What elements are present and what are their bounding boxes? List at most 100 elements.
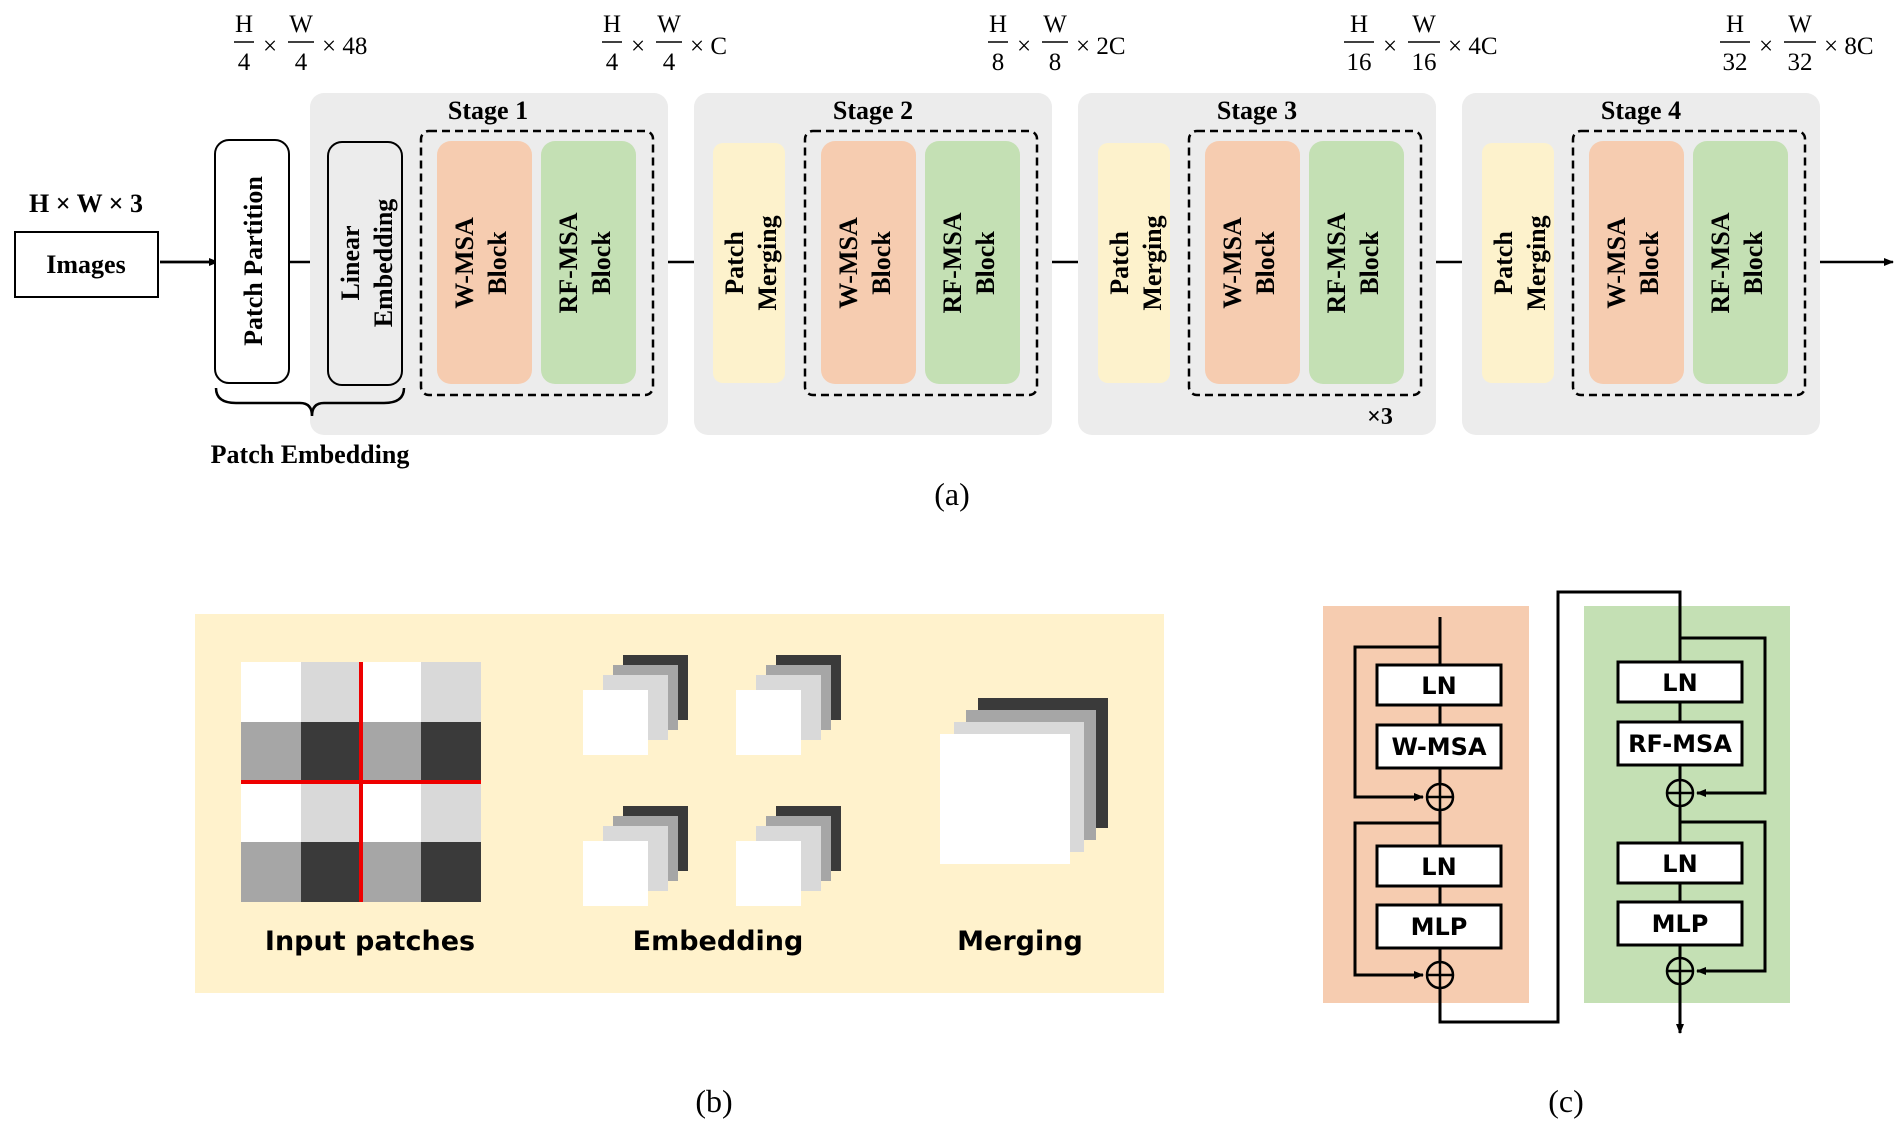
patch-partition-label: Patch Partition bbox=[239, 176, 268, 346]
stage-3-block-group bbox=[1187, 129, 1423, 397]
svg-text:32: 32 bbox=[1723, 49, 1748, 76]
stage-2-rfmsa-block bbox=[925, 141, 1020, 384]
stage-2-wmsa-label-1: W-MSA bbox=[834, 217, 863, 309]
svg-text:H: H bbox=[989, 11, 1007, 38]
stage-4-rfmsa-label-2: Block bbox=[1739, 231, 1768, 295]
right-ln1-label: LN bbox=[1662, 669, 1697, 697]
stage-2-wmsa-label-2: Block bbox=[867, 231, 896, 295]
svg-text:×: × bbox=[1759, 33, 1773, 60]
stage-4-wmsa-block bbox=[1589, 141, 1684, 384]
svg-text:W: W bbox=[1412, 11, 1436, 38]
merging-label: Merging bbox=[957, 926, 1083, 957]
caption-c: (c) bbox=[1548, 1083, 1584, 1119]
dim-annotation-4: H 16 × W 16 × 4C bbox=[1344, 11, 1498, 76]
svg-text:× 48: × 48 bbox=[322, 33, 367, 60]
stage-3-patch-merging bbox=[1098, 143, 1170, 383]
svg-text:W: W bbox=[657, 11, 681, 38]
stage-1-rfmsa-block bbox=[541, 141, 636, 384]
patch-embedding-brace bbox=[214, 387, 406, 417]
right-ln1-box bbox=[1616, 660, 1744, 704]
stage-3-rfmsa-label-2: Block bbox=[1355, 231, 1384, 295]
svg-text:×: × bbox=[1017, 33, 1031, 60]
input-patches-grid bbox=[241, 662, 481, 902]
svg-text:8: 8 bbox=[1049, 49, 1062, 76]
svg-text:4: 4 bbox=[663, 49, 676, 76]
svg-text:H: H bbox=[1726, 11, 1744, 38]
svg-text:H: H bbox=[1350, 11, 1368, 38]
svg-text:8: 8 bbox=[992, 49, 1005, 76]
stage-4-patch-merging bbox=[1482, 143, 1554, 383]
svg-text:× C: × C bbox=[690, 33, 727, 60]
svg-text:×: × bbox=[263, 33, 277, 60]
svg-text:H: H bbox=[603, 11, 621, 38]
stage-2-patch-merging bbox=[713, 143, 785, 383]
stage-4-rfmsa-block bbox=[1693, 141, 1788, 384]
stage-4-title: Stage 4 bbox=[1601, 96, 1681, 125]
dim-annotation-3: H 8 × W 8 × 2C bbox=[988, 11, 1126, 76]
svg-text:16: 16 bbox=[1347, 49, 1372, 76]
svg-text:H: H bbox=[235, 11, 253, 38]
input-patches-label: Input patches bbox=[265, 926, 475, 957]
svg-text:×: × bbox=[1383, 33, 1397, 60]
svg-text:16: 16 bbox=[1412, 49, 1437, 76]
linear-embedding-box bbox=[327, 141, 403, 386]
stage-2-rfmsa-label-1: RF-MSA bbox=[938, 212, 967, 313]
stage-2-rfmsa-label-2: Block bbox=[971, 231, 1000, 295]
stage-1-rfmsa-label-1: RF-MSA bbox=[554, 212, 583, 313]
stage-1-block-group bbox=[419, 129, 655, 397]
stage-1-wmsa-label-2: Block bbox=[483, 231, 512, 295]
images-label: Images bbox=[46, 250, 125, 279]
stage-4-block-group bbox=[1571, 129, 1807, 397]
stage-4-merging-label-2: Merging bbox=[1522, 215, 1551, 310]
dim-annotation-2: H 4 × W 4 × C bbox=[602, 11, 727, 76]
stage-1-wmsa-label-1: W-MSA bbox=[450, 217, 479, 309]
stage-2-merging-label-1: Patch bbox=[720, 231, 749, 295]
stage-4-wmsa-label-2: Block bbox=[1635, 231, 1664, 295]
right-mlp-box bbox=[1616, 900, 1744, 947]
svg-text:W: W bbox=[1043, 11, 1067, 38]
patch-partition-box bbox=[214, 139, 290, 384]
stage-1-rfmsa-label-2: Block bbox=[587, 231, 616, 295]
panel-c: LN W-MSA LN MLP bbox=[1323, 590, 1790, 1119]
stage-4-merging-label-1: Patch bbox=[1489, 231, 1518, 295]
images-box bbox=[14, 231, 159, 298]
linear-embedding-label-1: Linear bbox=[336, 225, 365, 300]
caption-b: (b) bbox=[695, 1083, 732, 1119]
left-mlp-box bbox=[1375, 903, 1503, 950]
embedding-stacks bbox=[583, 655, 841, 906]
stage-3-wmsa-label-2: Block bbox=[1251, 231, 1280, 295]
left-ln1-label: LN bbox=[1421, 672, 1456, 700]
svg-text:W: W bbox=[1788, 11, 1812, 38]
svg-text:× 4C: × 4C bbox=[1448, 33, 1498, 60]
dim-annotation-5: H 32 × W 32 × 8C bbox=[1720, 11, 1874, 76]
right-rfmsa-label: RF-MSA bbox=[1628, 730, 1732, 758]
left-wmsa-box bbox=[1375, 723, 1503, 770]
svg-text:4: 4 bbox=[295, 49, 308, 76]
right-rfmsa-box bbox=[1616, 720, 1744, 767]
stage-4-rfmsa-label-1: RF-MSA bbox=[1706, 212, 1735, 313]
right-mlp-label: MLP bbox=[1652, 910, 1709, 938]
right-add-1-icon bbox=[1665, 778, 1695, 808]
panel-a: H 4 × W 4 × 48 H 4 × W 4 × C H bbox=[14, 11, 1894, 512]
stage-1-title: Stage 1 bbox=[448, 96, 528, 125]
left-add-2-icon bbox=[1425, 960, 1455, 990]
dim-annotation-1: H 4 × W 4 × 48 bbox=[234, 11, 367, 76]
svg-text:×: × bbox=[631, 33, 645, 60]
stage-3-repeat-label: ×3 bbox=[1367, 404, 1393, 430]
stage-1-wmsa-block bbox=[437, 141, 532, 384]
stage-2-block-group bbox=[803, 129, 1039, 397]
panel-b: Input patches Embedding Merging (b) bbox=[195, 614, 1164, 1119]
svg-text:× 8C: × 8C bbox=[1824, 33, 1874, 60]
merging-stack bbox=[940, 698, 1108, 864]
left-wmsa-label: W-MSA bbox=[1391, 733, 1487, 761]
linear-embedding-label-2: Embedding bbox=[369, 199, 398, 328]
svg-text:4: 4 bbox=[238, 49, 251, 76]
left-ln2-box bbox=[1375, 844, 1503, 888]
stage-2-wmsa-block bbox=[821, 141, 916, 384]
stage-3-rfmsa-block bbox=[1309, 141, 1404, 384]
left-ln2-label: LN bbox=[1421, 853, 1456, 881]
right-add-2-icon bbox=[1665, 956, 1695, 986]
caption-a: (a) bbox=[934, 476, 970, 512]
patch-embedding-label: Patch Embedding bbox=[211, 440, 410, 469]
svg-text:× 2C: × 2C bbox=[1076, 33, 1126, 60]
